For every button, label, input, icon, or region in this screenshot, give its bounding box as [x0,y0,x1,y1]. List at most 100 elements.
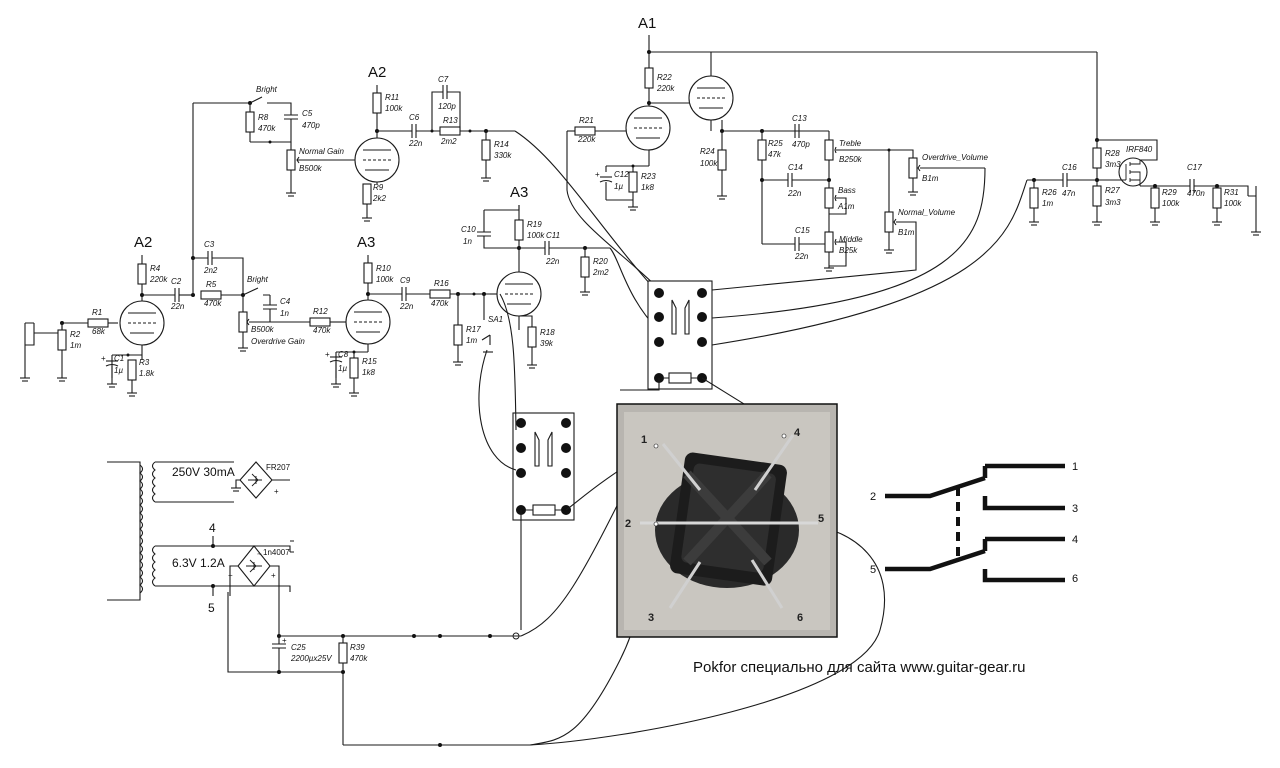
r23-ref: R23 [641,172,656,181]
r26-ref: R26 [1042,188,1057,197]
bright-lower-label: Bright [247,275,269,284]
r8-value: 470k [258,124,276,133]
relay-lower [478,293,661,630]
r12-value: 470k [313,326,331,335]
pot-bass [824,187,834,209]
svg-text:+: + [101,354,106,363]
tube-v2b [354,137,400,183]
resistor-r25 [757,139,767,161]
r39-ref: R39 [350,643,365,652]
r11-ref: R11 [385,93,399,102]
resistor-r22 [644,67,654,89]
hv-bridge-rectifier [239,461,273,499]
resistor-r21 [574,126,596,136]
tone-stack: R25 47k C13 470p Treble B250k C14 22n Ba… [711,114,989,319]
resistor-r4 [137,263,147,285]
c16-ref: C16 [1062,163,1077,172]
overdrive-volume-name: Overdrive_Volume [922,153,989,162]
c12-ref: C12 [614,170,629,179]
resistor-r19 [514,219,524,241]
c10-value: 1n [463,237,472,246]
r12-ref: R12 [313,307,328,316]
in4007-label: 1n4007 [263,548,290,557]
diagram-pin-2: 2 [870,491,876,503]
r5-value: 470k [204,299,222,308]
c5-ref: C5 [302,109,313,118]
power-supply: 250V 30mA FR207 + 6.3V 1.2A 4 5 1n4007 ~… [107,459,886,747]
resistor-r12 [309,317,331,327]
r28-ref: R28 [1105,149,1120,158]
stage-a2-upper: Bright R8 470k C5 470p Normal Gain B500k… [193,64,661,296]
r25-ref: R25 [768,139,783,148]
r27-value: 3m3 [1105,198,1121,207]
stage-a3-mid: A3 R10 100k C9 22n + C8 1µ R15 1k8 R16 4… [325,234,503,397]
tube-v3b [625,105,671,151]
resistor-r2 [57,329,67,351]
c14-value: 22n [787,189,802,198]
resistor-r24 [717,149,727,171]
r20-value: 2m2 [592,268,609,277]
resistor-r31 [1212,187,1222,209]
input-jack [24,322,35,367]
svg-text:+: + [282,636,287,645]
relay-upper [647,280,713,390]
r3-value: 1.8k [139,369,155,378]
middle-value: B25k [839,246,858,255]
c4-ref: C4 [280,297,291,306]
c1-value: 1µ [114,366,123,375]
input-stage: R1 68k R2 1m A2 R4 220k C2 22n + [20,234,193,397]
relay-contact-diagram: 1 2 3 4 5 6 [870,461,1078,585]
resistor-r28 [1092,147,1102,169]
transformer-primary [139,464,144,594]
c11-ref: C11 [546,231,560,240]
treble-value: B250k [839,155,863,164]
r18-value: 39k [540,339,554,348]
svg-text:−: − [228,571,233,580]
r25-value: 47k [768,150,782,159]
c14-ref: C14 [788,163,803,172]
normal-volume-name: Normal_Volume [898,208,956,217]
c17-value: 470n [1187,189,1205,198]
c4-value: 1n [280,309,289,318]
resistor-r20 [580,256,590,278]
heater-pin5-label: 5 [208,601,215,615]
c6-value: 22n [408,139,423,148]
c7-ref: C7 [438,75,449,84]
overdrive-gain-value: B500k [251,325,275,334]
r16-value: 470k [431,299,449,308]
svg-text:+: + [271,571,276,580]
c9-value: 22n [399,302,414,311]
transformer-heater-secondary [151,545,156,587]
r28-value: 3m3 [1105,160,1121,169]
normal-gain-name: Normal Gain [299,147,344,156]
photo-pin-6: 6 [797,612,803,624]
resistor-r1 [87,318,109,328]
r24-ref: R24 [700,147,715,156]
photo-pin-5: 5 [818,513,824,525]
c25-ref: C25 [291,643,306,652]
relay-photo: 1 4 2 5 3 6 [616,403,838,638]
photo-pin-3: 3 [648,612,654,624]
stage-label-a3-right: A3 [510,184,528,201]
r5-ref: R5 [206,280,217,289]
mosfet-label: IRF840 [1126,145,1153,154]
c1-ref: C1 [114,354,124,363]
r26-value: 1m [1042,199,1053,208]
sa1-label: SA1 [488,315,503,324]
c10-ref: C10 [461,225,476,234]
r13-ref: R13 [443,116,458,125]
c8-value: 1µ [338,364,347,373]
tube-v2a [345,299,391,345]
r13-value: 2m2 [440,137,457,146]
r22-ref: R22 [657,73,672,82]
c2-ref: C2 [171,277,182,286]
resistor-r16 [429,289,451,299]
resistor-r11 [372,92,382,114]
tube-v3a [496,271,542,317]
r39-value: 470k [350,654,368,663]
r2-ref: R2 [70,330,81,339]
c16-value: 47n [1062,189,1076,198]
r29-value: 100k [1162,199,1180,208]
middle-name: Middle [839,235,863,244]
stage-label-a2-upper: A2 [368,64,386,81]
